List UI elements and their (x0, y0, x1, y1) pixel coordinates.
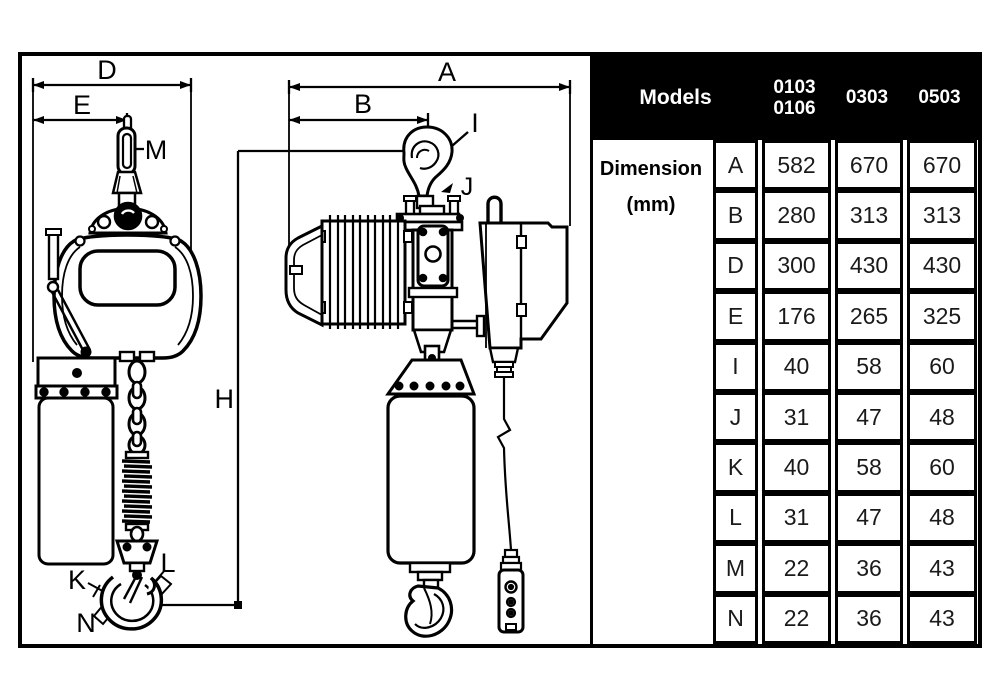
suspension-yoke-icon (88, 201, 168, 235)
load-chain-front-icon (127, 359, 147, 456)
table-body: Dimension (mm) A 582 670 670 B 280 313 3… (593, 140, 978, 644)
table-cell-value: 430 (907, 240, 977, 292)
table-cell-value: 265 (835, 291, 903, 342)
table-cell-value: 60 (907, 341, 977, 392)
table-header-model-0103-0106: 0103 0106 (758, 77, 831, 120)
control-box-icon (452, 195, 569, 378)
dim-label-k: K (68, 565, 86, 595)
table-cell-dim: L (713, 492, 758, 544)
table-cell-value: 325 (907, 291, 977, 342)
table-cell-value: 300 (762, 240, 831, 292)
dim-label-b: B (354, 89, 372, 119)
unit-label: Dimension (mm) (593, 140, 709, 644)
dimensions-table: Models 0103 0106 0303 0503 Dimension (mm… (590, 56, 978, 644)
dim-label-i: I (471, 108, 479, 138)
unit-label-mm: (mm) (626, 194, 676, 216)
table-cell-value: 43 (907, 593, 977, 644)
side-view (284, 125, 569, 638)
table-cell-value: 43 (907, 543, 977, 594)
table-cell-value: 176 (762, 291, 831, 342)
dim-label-h: H (215, 384, 235, 414)
table-cell-value: 313 (907, 190, 977, 241)
dim-label-e: E (73, 90, 91, 120)
dim-label-m: M (145, 135, 168, 165)
table-cell-dim: E (713, 291, 758, 342)
table-cell-value: 48 (907, 391, 977, 443)
table-cell-value: 40 (762, 442, 831, 493)
table-cell-value: 58 (835, 341, 903, 392)
table-cell-value: 670 (907, 140, 977, 191)
hoist-technical-drawing: D E M H K L N A B I J (22, 56, 590, 644)
table-cell-dim: A (713, 140, 758, 191)
front-view (34, 114, 203, 631)
table-cell-value: 60 (907, 442, 977, 493)
chain-bag-icon (385, 344, 477, 582)
table-cell-value: 47 (835, 492, 903, 544)
table-cell-value: 31 (762, 391, 831, 443)
bottom-hook-side-icon (404, 578, 454, 638)
dim-label-a: A (438, 57, 456, 87)
bottom-hook-front-icon (99, 539, 164, 631)
table-cell-dim: B (713, 190, 758, 241)
table-cell-value: 47 (835, 391, 903, 443)
table-cell-value: 36 (835, 593, 903, 644)
hoist-drawing-svg: D E M H K L N A B I J (31, 56, 572, 638)
unit-label-dimension: Dimension (599, 158, 703, 180)
chain-container-icon (34, 356, 119, 566)
gear-body-side (407, 224, 459, 354)
table-cell-dim: N (713, 593, 758, 644)
dimension-labels: D E M H K L N A B I J (68, 56, 479, 638)
table-header-model-0303: 0303 (845, 87, 889, 109)
table-cell-value: 22 (762, 593, 831, 644)
chain-stop-spring-icon (121, 450, 153, 543)
dim-label-l: L (160, 548, 175, 578)
chain-container-bracket (45, 228, 92, 358)
table-header: Models 0103 0106 0303 0503 (593, 56, 978, 140)
table-cell-dim: J (713, 391, 758, 443)
dim-label-d: D (97, 56, 117, 85)
table-cell-value: 31 (762, 492, 831, 544)
top-hook-front-icon (111, 114, 143, 208)
table-cell-value: 48 (907, 492, 977, 544)
motor-icon (284, 215, 413, 329)
dim-label-n: N (76, 608, 96, 638)
table-cell-dim: K (713, 442, 758, 493)
table-cell-value: 280 (762, 190, 831, 241)
table-cell-dim: M (713, 543, 758, 594)
table-cell-value: 582 (762, 140, 831, 191)
table-cell-value: 670 (835, 140, 903, 191)
table-cell-value: 36 (835, 543, 903, 594)
dim-label-j: J (461, 173, 474, 201)
table-cell-value: 22 (762, 543, 831, 594)
figure-frame: D E M H K L N A B I J Models 0103 0106 0… (18, 52, 982, 648)
table-cell-value: 40 (762, 341, 831, 392)
table-cell-value: 313 (835, 190, 903, 241)
table-header-model-0503: 0503 (918, 87, 961, 109)
table-header-models: Models (639, 86, 712, 109)
top-hook-side-icon (402, 125, 454, 210)
hoist-body-front (52, 233, 203, 363)
table-cell-value: 58 (835, 442, 903, 493)
model-0103-label: 0103 (773, 76, 816, 98)
model-0106-label: 0106 (773, 98, 816, 119)
table-cell-dim: I (713, 341, 758, 392)
table-cell-dim: D (713, 240, 758, 292)
table-cell-value: 430 (835, 240, 903, 292)
pendant-control-icon (496, 377, 525, 634)
